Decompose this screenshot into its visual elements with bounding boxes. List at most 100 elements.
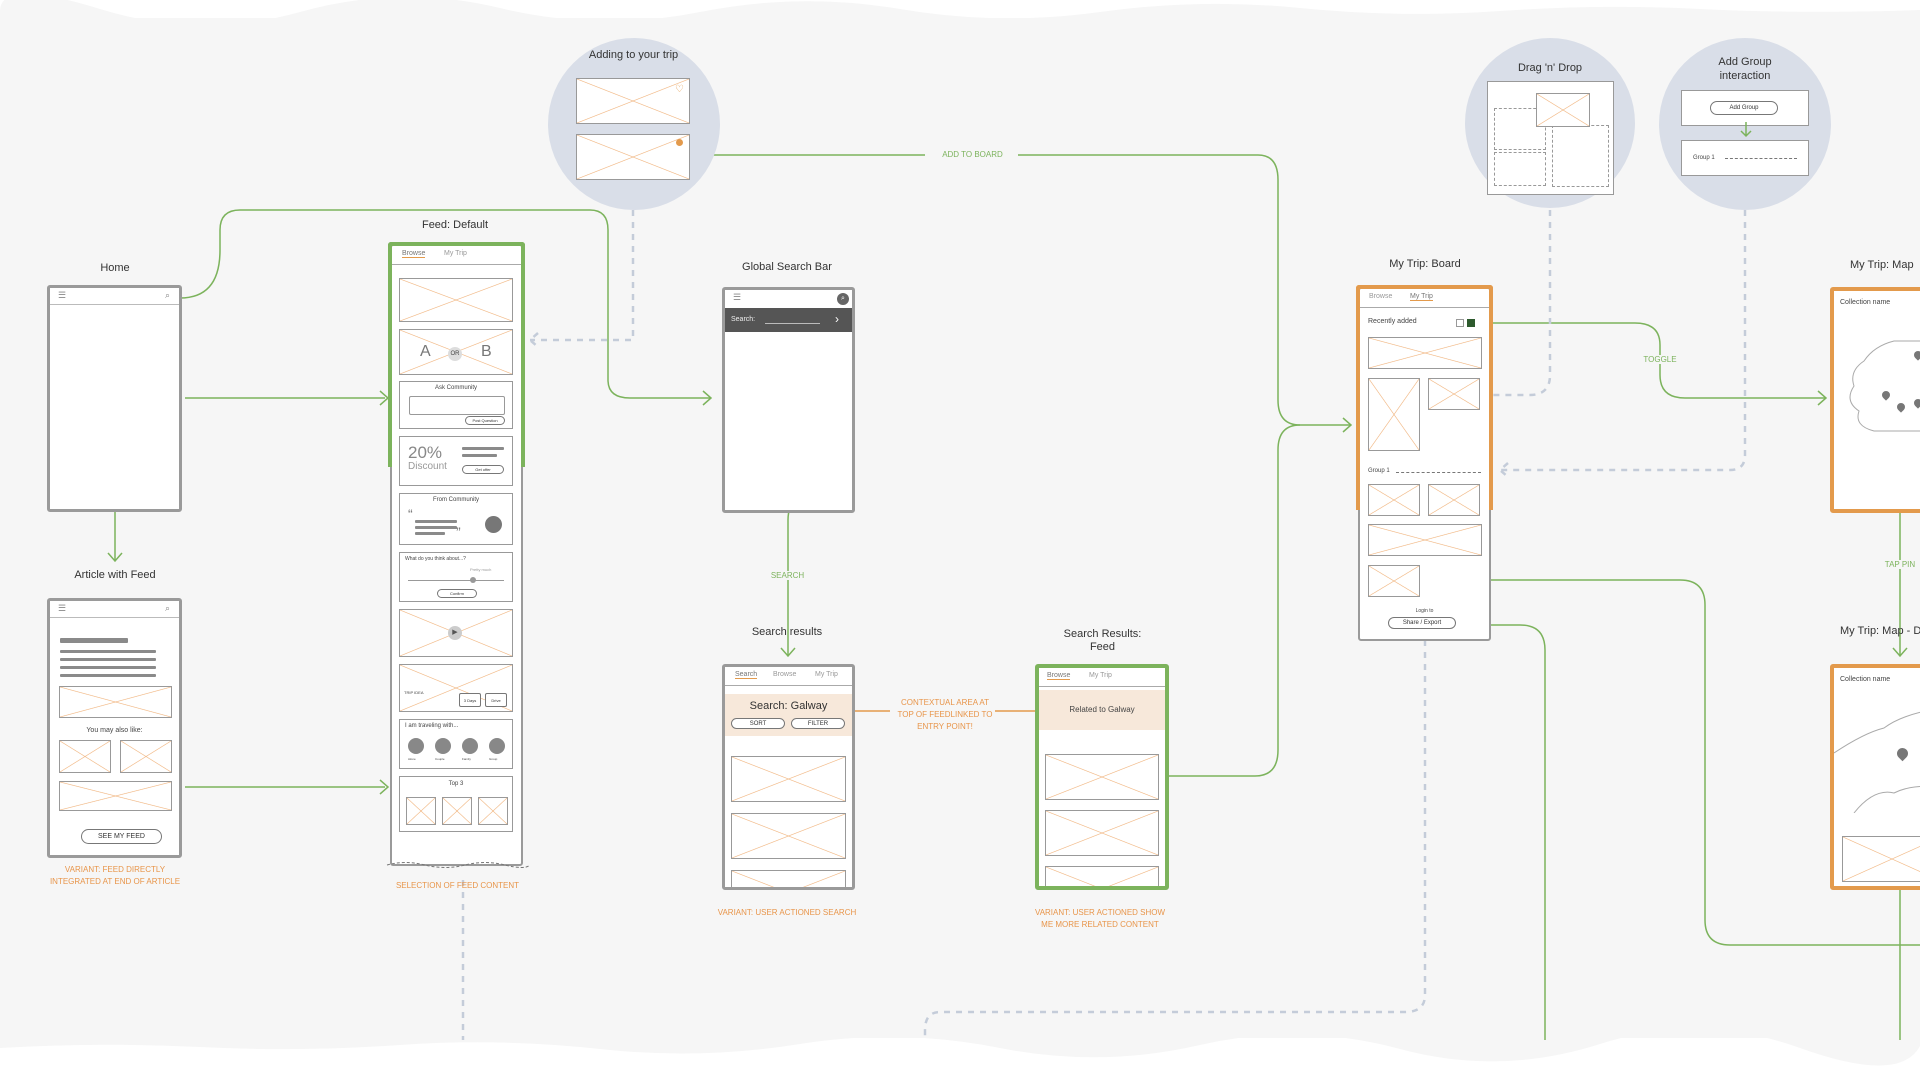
login-label: Login to <box>1415 608 1434 614</box>
dashed-adding-feed <box>530 210 635 342</box>
search-results-screen: Search Browse My Trip Search: Galway SOR… <box>722 664 855 890</box>
drag-frame <box>1487 81 1614 195</box>
play-icon[interactable]: ▶ <box>448 626 462 640</box>
tab-browse[interactable]: Browse <box>1369 293 1393 300</box>
group-divider <box>1725 158 1797 159</box>
companion-group[interactable] <box>489 738 505 754</box>
arrow-down-icon <box>1740 122 1752 138</box>
global-search-screen: ☰ ⌕ Search: › <box>722 287 855 513</box>
list-view-icon[interactable] <box>1456 319 1464 327</box>
recently-added-label: Recently added <box>1368 318 1417 325</box>
result-card[interactable] <box>731 870 846 887</box>
search-icon[interactable]: ⌕ <box>837 293 849 305</box>
mytrip-board-screen: Browse My Trip Recently added Group 1 Lo… <box>1358 287 1491 641</box>
trip-days: 3 Days <box>459 693 481 707</box>
ab-b: B <box>481 343 492 361</box>
search-bar[interactable]: Search: › <box>725 308 852 332</box>
related-feed-card[interactable] <box>1045 866 1159 886</box>
dashed-addgroup-board <box>1500 210 1747 472</box>
board-card[interactable] <box>1368 524 1482 556</box>
grid-view-icon[interactable] <box>1467 319 1475 327</box>
tab-browse[interactable]: Browse <box>773 671 797 678</box>
board-card[interactable] <box>1368 337 1482 369</box>
sort-button[interactable]: SORT <box>731 718 785 729</box>
see-my-feed-button[interactable]: SEE MY FEED <box>81 829 162 844</box>
bubble-adding-card1 <box>576 78 690 124</box>
label-tap-pin: TAP PIN <box>1870 560 1920 569</box>
bubble-adding-card2 <box>576 134 690 180</box>
tab-search[interactable]: Search <box>735 671 758 679</box>
post-question-button[interactable]: Post Question <box>465 416 505 425</box>
companion-couple[interactable] <box>435 738 451 754</box>
map-detail-card[interactable] <box>1842 836 1920 882</box>
board-card[interactable] <box>1428 378 1480 410</box>
feed-torn-edge <box>386 862 530 868</box>
map-detail <box>1834 711 1920 813</box>
bubble-adding-title: Adding to your trip <box>588 49 679 61</box>
poll-confirm-button[interactable]: Confirm <box>437 589 477 598</box>
search-icon[interactable]: ⌕ <box>165 603 171 613</box>
heart-filled-icon <box>676 139 683 146</box>
menu-icon[interactable]: ☰ <box>58 290 67 300</box>
share-export-button[interactable]: Share / Export <box>1388 617 1456 629</box>
tab-browse[interactable]: Browse <box>402 250 426 258</box>
discount-card[interactable]: 20% Discount Get offer <box>399 436 513 486</box>
tab-mytrip[interactable]: My Trip <box>1410 293 1433 301</box>
add-group-button[interactable]: Add Group <box>1710 101 1778 115</box>
companion-alone[interactable] <box>408 738 424 754</box>
get-offer-button[interactable]: Get offer <box>462 465 504 474</box>
board-card[interactable] <box>1368 378 1420 451</box>
mytrip-map-detail-screen: Collection name <box>1830 664 1920 890</box>
quote-icon: “ <box>408 506 413 522</box>
result-card[interactable] <box>731 756 846 802</box>
connector-feed-board <box>1155 424 1301 777</box>
drag-card[interactable] <box>1536 93 1590 127</box>
tab-mytrip[interactable]: My Trip <box>1089 672 1112 679</box>
result-card[interactable] <box>731 813 846 859</box>
search-results-feed-screen: Browse My Trip Related to Galway <box>1035 664 1169 890</box>
question-input[interactable] <box>409 396 505 415</box>
poll-card: What do you think about...? Pretty much … <box>399 552 513 602</box>
drag-slot <box>1494 108 1546 150</box>
you-may-like-label: You may also like: <box>86 727 143 734</box>
tab-mytrip[interactable]: My Trip <box>444 250 467 257</box>
related-card[interactable] <box>59 740 111 773</box>
companion-family[interactable] <box>462 738 478 754</box>
related-card[interactable] <box>120 740 172 773</box>
top3-item[interactable] <box>406 797 436 825</box>
heart-icon: ♡ <box>675 84 684 95</box>
bubble-addgroup-title: Add Group interaction <box>1718 56 1772 82</box>
connector-add-to-board <box>700 154 1350 426</box>
top3-item[interactable] <box>478 797 508 825</box>
bubble-adding <box>548 38 720 210</box>
menu-icon[interactable]: ☰ <box>733 292 742 302</box>
chevron-right-icon[interactable]: › <box>835 312 839 326</box>
board-card[interactable] <box>1368 484 1420 516</box>
tab-mytrip[interactable]: My Trip <box>815 671 838 678</box>
title-search-results-feed: Search Results: Feed <box>1063 628 1142 653</box>
board-card[interactable] <box>1428 484 1480 516</box>
title-home: Home <box>100 262 130 274</box>
title-mytrip-map: My Trip: Map <box>1850 259 1914 271</box>
group-divider <box>1396 472 1481 473</box>
title-mytrip-board: My Trip: Board <box>1389 258 1461 270</box>
menu-icon[interactable]: ☰ <box>58 603 67 613</box>
tab-browse[interactable]: Browse <box>1047 672 1071 680</box>
title-mytrip-map-d: My Trip: Map - D <box>1840 625 1920 637</box>
poll-slider[interactable] <box>408 580 504 581</box>
top3-item[interactable] <box>442 797 472 825</box>
related-card[interactable] <box>59 781 172 811</box>
feed-card[interactable] <box>399 278 513 322</box>
board-card[interactable] <box>1368 565 1420 597</box>
title-feed-default: Feed: Default <box>421 219 489 231</box>
title-article: Article with Feed <box>74 569 156 581</box>
search-icon[interactable]: ⌕ <box>165 290 171 300</box>
avatar <box>485 516 502 533</box>
related-feed-card[interactable] <box>1045 810 1159 856</box>
related-feed-card[interactable] <box>1045 754 1159 800</box>
slider-handle[interactable] <box>470 577 476 583</box>
label-search: SEARCH <box>760 571 815 580</box>
connector-board-bottom2 <box>1460 624 1546 1040</box>
filter-button[interactable]: FILTER <box>791 718 845 729</box>
